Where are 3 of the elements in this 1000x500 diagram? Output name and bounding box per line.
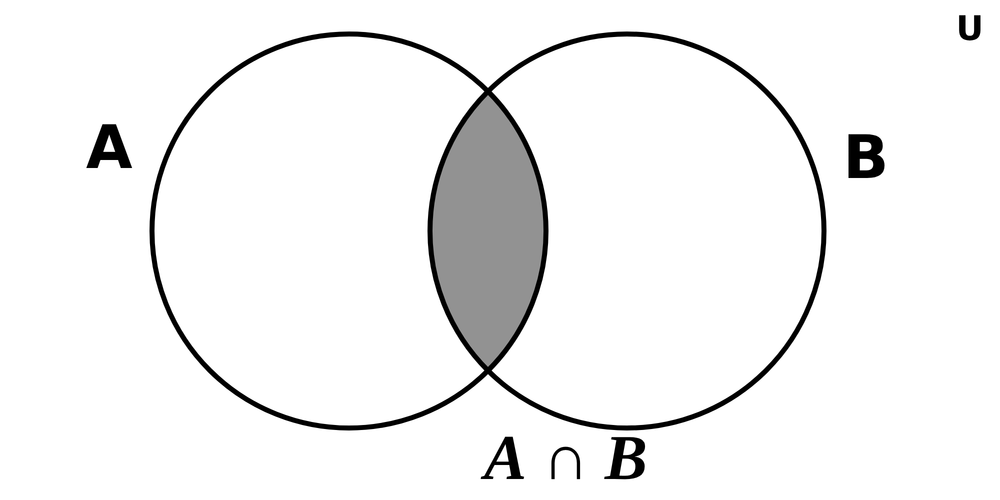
universe-label: U [956, 12, 984, 46]
set-label: A [86, 118, 132, 178]
set-label: B [843, 128, 889, 188]
